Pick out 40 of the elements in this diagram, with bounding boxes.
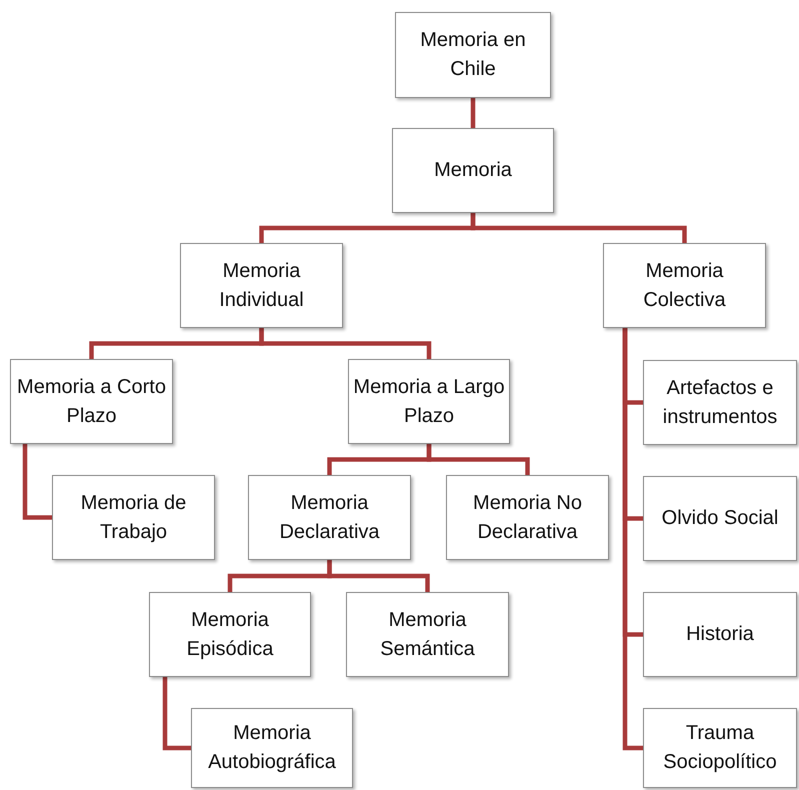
concept-box xyxy=(149,592,311,677)
concept-box xyxy=(346,592,509,677)
connector-line xyxy=(327,560,430,592)
box-label: Memoria de Trabajo xyxy=(80,490,188,544)
concept-box xyxy=(348,359,510,444)
concept-box xyxy=(643,592,797,677)
connector-line xyxy=(426,444,530,475)
box-label: Memoria Semántica xyxy=(379,608,476,662)
concept-box xyxy=(643,360,797,445)
concept-box xyxy=(10,359,173,444)
concept-box xyxy=(603,243,766,328)
box-label: Memoria Individual xyxy=(218,258,305,312)
box-label: Memoria en Chile xyxy=(419,28,527,82)
concept-box xyxy=(191,708,353,788)
box-label: Memoria xyxy=(433,158,513,183)
box-label: Memoria Autobiográfica xyxy=(207,721,337,775)
box-label: Olvido Social xyxy=(660,506,780,531)
concept-box xyxy=(446,475,609,560)
box-label: Historia xyxy=(685,622,755,647)
concept-box xyxy=(392,128,554,213)
concept-box xyxy=(643,708,797,788)
connector-line xyxy=(22,444,52,520)
box-label: Memoria Episódica xyxy=(186,608,274,662)
connector-line xyxy=(470,213,687,243)
box-label: Memoria a Largo Plazo xyxy=(352,374,506,428)
connector-line xyxy=(259,328,432,359)
box-label: Memoria Declarativa xyxy=(278,490,381,544)
box-label: Memoria No Declarativa xyxy=(472,490,583,544)
concept-box xyxy=(52,475,215,560)
concept-box xyxy=(643,476,797,561)
box-label: Trauma Sociopolítico xyxy=(662,721,778,775)
box-label: Artefactos e instrumentos xyxy=(662,376,778,430)
concept-box xyxy=(180,243,343,328)
connector-line xyxy=(162,677,191,750)
concept-box xyxy=(248,475,411,560)
box-label: Memoria a Corto Plazo xyxy=(16,374,167,428)
box-label: Memoria Colectiva xyxy=(642,258,727,312)
connector-line xyxy=(470,98,476,128)
concept-box xyxy=(395,12,551,98)
connector-line xyxy=(622,328,643,750)
